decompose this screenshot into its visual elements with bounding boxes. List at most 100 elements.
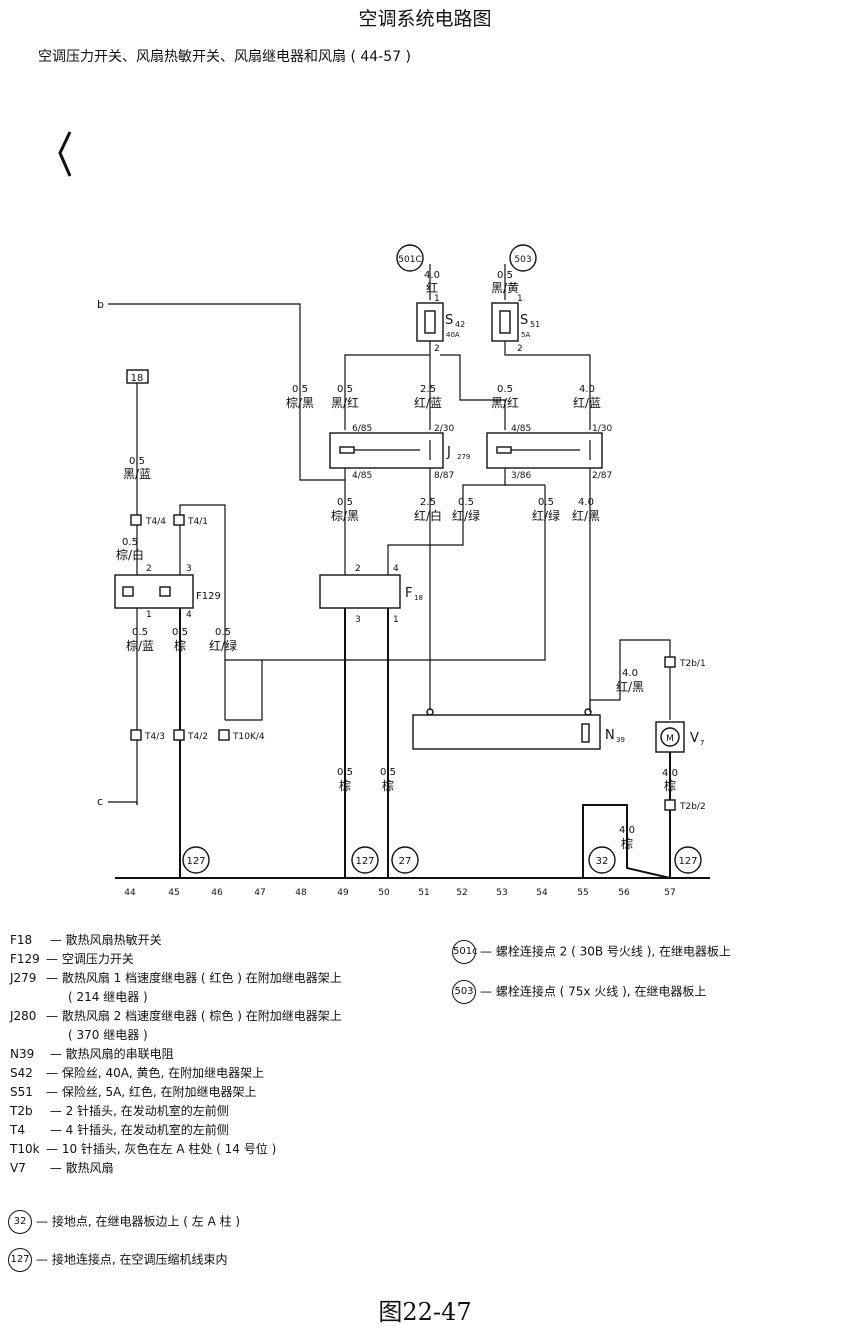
track-number: 56 — [618, 888, 630, 898]
wire-label: 0.5 — [380, 767, 396, 778]
wire-label: 棕/黑 — [331, 508, 359, 523]
legend-text: — 散热风扇 — [46, 1161, 114, 1175]
wire-label: 0.5 — [172, 627, 188, 638]
pin-label: 2 — [146, 564, 152, 574]
relay-j280: 4/85 1/30 3/86 2/87 — [486, 424, 612, 481]
connector-label: T2b/2 — [679, 802, 706, 812]
connector-t44: T4/4 — [130, 514, 166, 527]
terminal-501c-label: 501C — [398, 255, 421, 265]
pin-label: 3/86 — [511, 471, 531, 481]
legend-text: — 散热风扇 1 档速度继电器 ( 红色 ) 在附加继电器架上 — [46, 971, 342, 985]
legend-text: — 4 针插头, 在发动机室的左前侧 — [46, 1123, 229, 1137]
legend-code: T2b — [10, 1104, 33, 1118]
feed-503: 503 0.5 黑/黄 — [491, 244, 537, 300]
wire-label: 黑/蓝 — [123, 467, 151, 481]
legend-text: — 散热风扇 2 档速度继电器 ( 棕色 ) 在附加继电器架上 — [46, 1009, 342, 1023]
legend-code: V7 — [10, 1161, 26, 1175]
wire-label: 0.5 — [337, 767, 353, 778]
wire-t41 — [179, 504, 226, 720]
wire-label: 0.5 — [497, 270, 513, 281]
wire-label: 4.0 — [579, 384, 595, 395]
wire-label: 0.5 — [497, 384, 513, 395]
fuse-s42-sub: 42 — [455, 320, 465, 329]
fuse-s42: S 42 40A 1 2 — [416, 294, 465, 354]
feed-501c: 501C 4.0 红 — [396, 244, 440, 300]
legend-item: ( 214 继电器 ) — [10, 988, 342, 1007]
wire-label: 棕 — [339, 778, 351, 793]
resistor-n39-sub: 39 — [616, 736, 625, 744]
pin-label: 2 — [355, 564, 361, 574]
legend-item: T10k — 10 针插头, 灰色在左 A 柱处 ( 14 号位 ) — [10, 1140, 342, 1159]
pin-label: 1/30 — [592, 424, 612, 434]
track-number: 51 — [418, 888, 429, 898]
wire-s42-to-j279a — [344, 341, 431, 430]
connector-label: T10K/4 — [232, 732, 265, 742]
connector-t43: T4/3 — [130, 729, 165, 742]
legend-item: T2b — 2 针插头, 在发动机室的左前侧 — [10, 1102, 342, 1121]
wire-label: 棕 — [174, 638, 186, 653]
wire-b — [108, 303, 345, 481]
wire-label: 红/绿 — [452, 508, 480, 523]
relay-j279-sub: 279 — [457, 453, 470, 461]
legend-text: ( 370 继电器 ) — [68, 1028, 148, 1042]
resistor-n39-label: N — [605, 728, 615, 743]
legend-text: — 空调压力开关 — [46, 952, 134, 966]
ground-label: 127 — [678, 856, 697, 867]
legend-item: ( 370 继电器 ) — [10, 1026, 342, 1045]
wire-s42-to-j280 — [440, 354, 506, 430]
legend-text: — 保险丝, 5A, 红色, 在附加继电器架上 — [46, 1085, 257, 1099]
ground-127-a — [182, 846, 210, 874]
legend-text: — 螺栓连接点 ( 75x 火线 ), 在继电器板上 — [480, 984, 707, 999]
pin-label: 4/85 — [352, 471, 372, 481]
resistor-n39: N 39 — [412, 708, 625, 750]
wire-label: 0.5 — [215, 627, 231, 638]
legend-code: S51 — [10, 1085, 33, 1099]
wire-label: 红/黑 — [572, 508, 600, 523]
legend-code: 503 — [452, 980, 476, 1004]
pin-label: 1 — [146, 610, 152, 620]
legend-code: F18 — [10, 933, 33, 947]
legend-text: — 10 针插头, 灰色在左 A 柱处 ( 14 号位 ) — [46, 1142, 277, 1156]
terminal-501c — [396, 244, 424, 272]
connector-label: T2b/1 — [679, 659, 706, 669]
page-back-arrow-icon — [58, 131, 72, 177]
track-number: 53 — [496, 888, 507, 898]
legend-item: J279— 散热风扇 1 档速度继电器 ( 红色 ) 在附加继电器架上 — [10, 969, 342, 988]
continuation-label-b: b — [97, 298, 104, 311]
fan-motor-v7-label: V — [690, 731, 699, 746]
wire-v7-in — [589, 639, 671, 720]
connector-t2b1: T2b/1 — [664, 656, 706, 669]
wire-label: 2.5 — [420, 497, 436, 508]
legend-text: — 接地连接点, 在空调压缩机线束内 — [36, 1252, 228, 1267]
ground-label: 27 — [399, 856, 412, 867]
legend-item: F18 — 散热风扇热敏开关 — [10, 931, 342, 950]
relay-j279: 6/85 2/30 4/85 8/87 J 279 — [329, 424, 470, 481]
wire-label: 红/蓝 — [414, 395, 442, 410]
track-number: 54 — [536, 888, 548, 898]
wire-label: 红 — [426, 280, 438, 295]
connector-label: T4/2 — [187, 732, 208, 742]
wire-label: 黑/红 — [491, 395, 519, 410]
track-number: 45 — [168, 888, 179, 898]
legend-text: — 散热风扇热敏开关 — [46, 933, 162, 947]
wire-c — [108, 801, 138, 805]
legend-code: T10k — [10, 1142, 40, 1156]
legend-item: J280— 散热风扇 2 档速度继电器 ( 棕色 ) 在附加继电器架上 — [10, 1007, 342, 1026]
wire-label: 2.5 — [420, 384, 436, 395]
pin-label: 3 — [186, 564, 192, 574]
wire-label: 棕/蓝 — [126, 638, 154, 653]
connector-box-18-label: 18 — [131, 373, 144, 384]
wire-s51-to-j280 — [504, 341, 591, 430]
wire-label: 红/黑 — [616, 679, 644, 694]
legend-code: N39 — [10, 1047, 35, 1061]
legend-text: — 散热风扇的串联电阻 — [46, 1047, 174, 1061]
legend-item: 32— 接地点, 在继电器板边上 ( 左 A 柱 ) — [8, 1210, 240, 1234]
thermo-switch-f18-label: F — [405, 586, 412, 601]
track-number: 55 — [577, 888, 588, 898]
wire-label: 黑/红 — [331, 395, 359, 410]
fuse-s51-sub: 51 — [530, 320, 540, 329]
wire-label: 棕 — [621, 836, 633, 851]
wire-label: 4.0 — [424, 270, 440, 281]
